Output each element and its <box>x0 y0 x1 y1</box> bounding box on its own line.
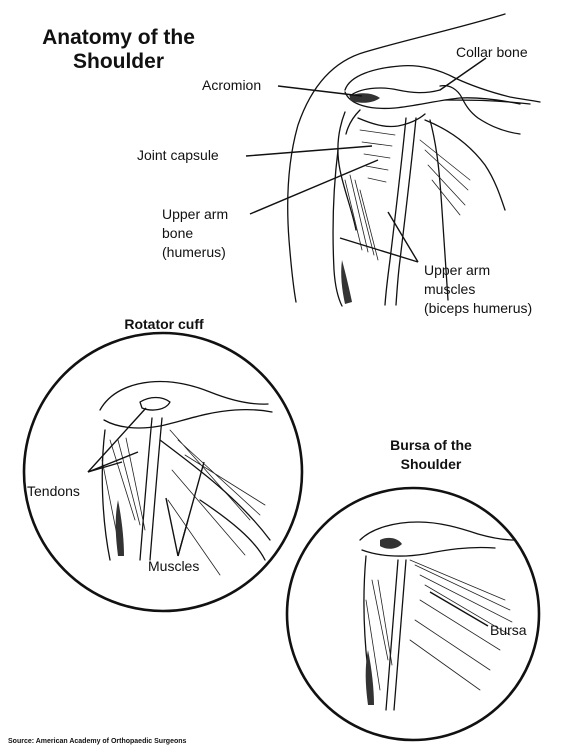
upper-arm-bone-label-line2: bone <box>162 225 193 241</box>
collar-bone-label: Collar bone <box>456 44 528 60</box>
source-credit: Source: American Academy of Orthopaedic … <box>8 738 186 746</box>
muscles-label: Muscles <box>148 558 199 574</box>
acromion-label: Acromion <box>202 77 261 93</box>
upper-arm-muscles-label-line3: (biceps humerus) <box>424 300 532 316</box>
title-line-2: Shoulder <box>26 50 211 74</box>
joint-capsule-label: Joint capsule <box>137 147 219 163</box>
bursa-label: Bursa <box>490 622 527 638</box>
page-title: Anatomy of the Shoulder <box>26 26 211 74</box>
rotator-cuff-heading: Rotator cuff <box>100 316 228 332</box>
upper-arm-bone-label-line1: Upper arm <box>162 206 228 222</box>
upper-arm-muscles-label-line1: Upper arm <box>424 262 490 278</box>
bursa-heading-line1: Bursa of the <box>370 437 492 453</box>
upper-arm-muscles-label-line2: muscles <box>424 281 475 297</box>
tendons-label: Tendons <box>27 483 80 499</box>
main-leader-lines <box>246 58 486 262</box>
bursa-heading-line2: Shoulder <box>370 456 492 472</box>
title-line-1: Anatomy of the <box>26 26 211 50</box>
upper-arm-bone-label-line3: (humerus) <box>162 244 226 260</box>
bursa-drawing <box>287 488 539 740</box>
